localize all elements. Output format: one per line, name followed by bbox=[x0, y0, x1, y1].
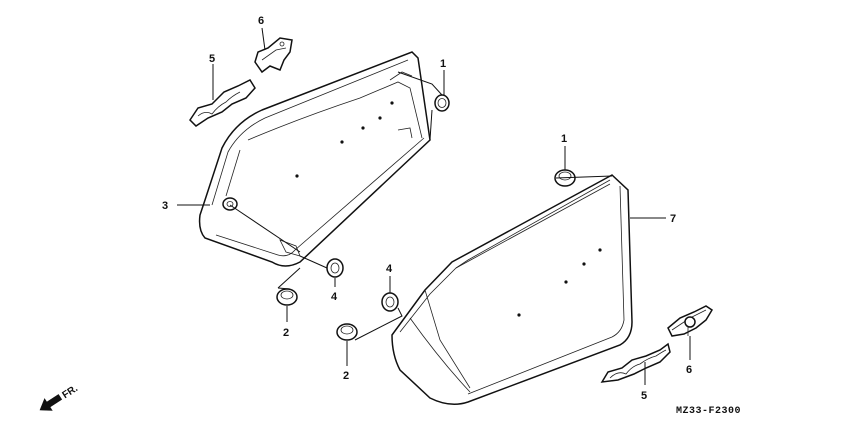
left-side-cover bbox=[198, 51, 431, 267]
right-emblem-part-5 bbox=[600, 342, 671, 383]
callout-right-5: 5 bbox=[641, 390, 647, 402]
callout-left-5: 5 bbox=[209, 53, 215, 65]
right-rubber-part-4 bbox=[381, 292, 399, 312]
leader-lines bbox=[177, 27, 691, 385]
left-emblem-part-5 bbox=[189, 79, 256, 127]
callout-right-7: 7 bbox=[670, 213, 676, 225]
callout-right-2: 2 bbox=[343, 370, 349, 382]
callout-left-2: 2 bbox=[283, 327, 289, 339]
callout-left-4: 4 bbox=[331, 291, 338, 303]
left-bracket-part-6 bbox=[254, 37, 293, 74]
left-rubber-part-4 bbox=[326, 258, 344, 278]
left-grommet-part-2 bbox=[276, 288, 298, 306]
callout-right-1: 1 bbox=[561, 133, 567, 145]
left-grommet-part-1 bbox=[434, 94, 450, 112]
callout-left-3: 3 bbox=[162, 200, 168, 212]
front-direction-arrow: FR. bbox=[39, 383, 80, 411]
front-direction-label: FR. bbox=[60, 383, 80, 401]
right-side-cover bbox=[391, 174, 633, 405]
callout-left-1: 1 bbox=[440, 58, 446, 70]
callout-right-4: 4 bbox=[386, 263, 393, 275]
callout-right-6: 6 bbox=[686, 364, 692, 376]
right-emblem-part-6 bbox=[667, 305, 714, 337]
callout-left-6: 6 bbox=[258, 15, 264, 27]
diagram-code: MZ33-F2300 bbox=[676, 406, 741, 417]
right-grommet-part-2 bbox=[336, 323, 358, 341]
